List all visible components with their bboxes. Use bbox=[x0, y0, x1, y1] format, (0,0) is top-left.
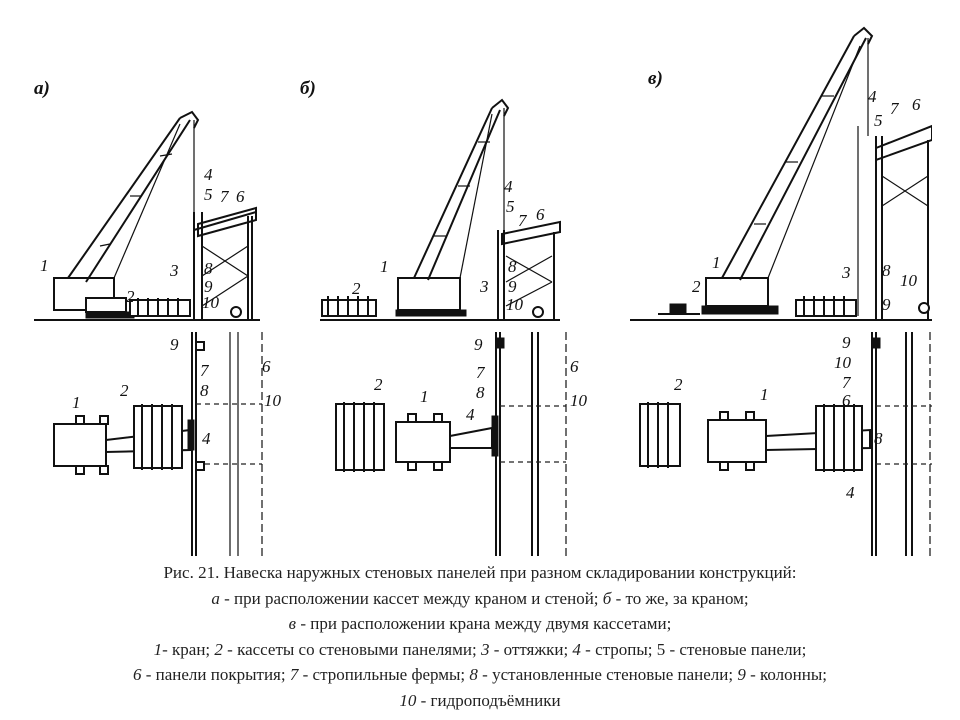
caption-legend-1: 1- кран; 2 - кассеты со стеновыми панеля… bbox=[153, 639, 807, 659]
svg-text:6: 6 bbox=[236, 187, 245, 206]
svg-text:6: 6 bbox=[262, 357, 271, 376]
svg-text:7: 7 bbox=[890, 99, 900, 118]
variant-a-label: а) bbox=[34, 78, 50, 99]
svg-text:2: 2 bbox=[674, 375, 683, 394]
svg-text:7: 7 bbox=[476, 363, 486, 382]
svg-text:7: 7 bbox=[842, 373, 852, 392]
svg-text:2: 2 bbox=[692, 277, 701, 296]
svg-text:1: 1 bbox=[72, 393, 81, 412]
svg-text:3: 3 bbox=[841, 263, 851, 282]
svg-text:5: 5 bbox=[506, 197, 515, 216]
svg-text:10: 10 bbox=[264, 391, 282, 410]
svg-text:8: 8 bbox=[200, 381, 209, 400]
svg-text:4: 4 bbox=[846, 483, 855, 502]
svg-text:2: 2 bbox=[126, 287, 135, 306]
svg-text:9: 9 bbox=[842, 333, 851, 352]
svg-text:9: 9 bbox=[474, 335, 483, 354]
svg-text:7: 7 bbox=[518, 211, 528, 230]
svg-text:7: 7 bbox=[200, 361, 210, 380]
svg-text:6: 6 bbox=[570, 357, 579, 376]
svg-text:6: 6 bbox=[842, 391, 851, 410]
caption-line-variant-v: в - при расположении крана между двумя к… bbox=[288, 614, 672, 633]
plan-c bbox=[639, 332, 932, 556]
svg-text:10: 10 bbox=[506, 295, 524, 314]
building-frame-b bbox=[497, 220, 561, 320]
svg-text:8: 8 bbox=[874, 429, 883, 448]
crane-boom-c bbox=[721, 35, 855, 279]
svg-text:10: 10 bbox=[570, 391, 588, 410]
svg-text:4: 4 bbox=[504, 177, 513, 196]
svg-text:1: 1 bbox=[380, 257, 389, 276]
variant-a: а) bbox=[34, 78, 282, 556]
svg-text:10: 10 bbox=[900, 271, 918, 290]
svg-text:1: 1 bbox=[420, 387, 429, 406]
variant-c: в) bbox=[630, 26, 933, 556]
svg-text:7: 7 bbox=[220, 187, 230, 206]
svg-text:8: 8 bbox=[882, 261, 891, 280]
svg-text:4: 4 bbox=[204, 165, 213, 184]
svg-text:3: 3 bbox=[479, 277, 489, 296]
svg-text:2: 2 bbox=[352, 279, 361, 298]
building-frame-c bbox=[875, 124, 933, 320]
svg-text:4: 4 bbox=[466, 405, 475, 424]
svg-text:8: 8 bbox=[508, 257, 517, 276]
svg-text:1: 1 bbox=[40, 256, 49, 275]
crane-boom-a bbox=[67, 117, 181, 279]
building-frame-a bbox=[193, 206, 257, 320]
crane-body-c bbox=[705, 277, 769, 307]
svg-text:5: 5 bbox=[874, 111, 883, 130]
caption-title: Рис. 21. Навеска наружных стеновых панел… bbox=[163, 563, 797, 582]
cassettes-b bbox=[321, 296, 377, 317]
plan-a bbox=[53, 332, 263, 556]
svg-text:10: 10 bbox=[834, 353, 852, 372]
svg-text:2: 2 bbox=[120, 381, 129, 400]
svg-text:9: 9 bbox=[882, 295, 891, 314]
svg-text:9: 9 bbox=[204, 277, 213, 296]
cassettes-c-right bbox=[795, 296, 857, 317]
svg-text:9: 9 bbox=[170, 335, 179, 354]
figure-caption: Рис. 21. Навеска наружных стеновых панел… bbox=[0, 560, 960, 713]
crane-body-b bbox=[397, 277, 461, 311]
technical-figure: а) bbox=[30, 16, 933, 556]
variant-b: б) 2 1 3 4 bbox=[300, 78, 588, 556]
svg-text:3: 3 bbox=[169, 261, 179, 280]
svg-text:6: 6 bbox=[912, 95, 921, 114]
svg-text:8: 8 bbox=[476, 383, 485, 402]
crane-base-a bbox=[85, 311, 135, 319]
svg-text:5: 5 bbox=[204, 185, 213, 204]
svg-text:9: 9 bbox=[508, 277, 517, 296]
svg-text:4: 4 bbox=[202, 429, 211, 448]
svg-text:2: 2 bbox=[374, 375, 383, 394]
svg-text:1: 1 bbox=[712, 253, 721, 272]
svg-text:8: 8 bbox=[204, 259, 213, 278]
cassettes-c-left bbox=[669, 303, 687, 315]
svg-text:1: 1 bbox=[760, 385, 769, 404]
variant-b-label: б) bbox=[300, 78, 316, 99]
caption-legend-3: 10 - гидроподъёмники bbox=[399, 690, 561, 710]
crane-boom-b bbox=[413, 107, 493, 279]
cassettes-a bbox=[129, 298, 191, 317]
plan-b bbox=[335, 332, 567, 556]
svg-text:10: 10 bbox=[202, 293, 220, 312]
variant-c-label: в) bbox=[648, 68, 663, 89]
svg-text:4: 4 bbox=[868, 87, 877, 106]
svg-text:6: 6 bbox=[536, 205, 545, 224]
caption-legend-2: 6 - панели покрытия; 7 - стропильные фер… bbox=[132, 665, 828, 684]
crane-tracks-a bbox=[85, 297, 127, 313]
caption-line-variants-ab: а - при расположении кассет между краном… bbox=[211, 588, 749, 608]
